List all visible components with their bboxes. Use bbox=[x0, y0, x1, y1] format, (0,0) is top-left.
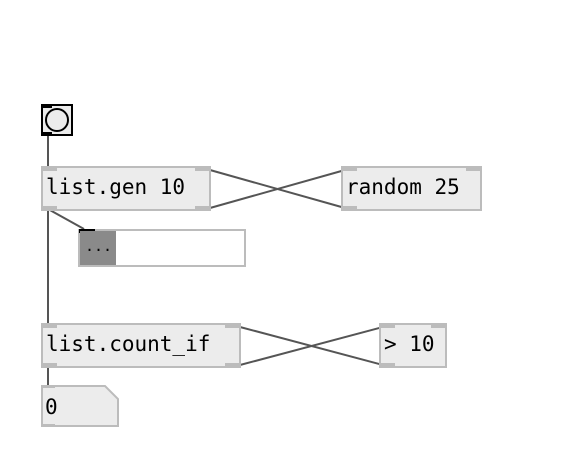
object-label: > 10 bbox=[384, 332, 435, 356]
wire-random-to-list-gen[interactable] bbox=[209, 169, 346, 209]
number-atom-value: 0 bbox=[45, 395, 58, 419]
number-atom-shape bbox=[41, 385, 119, 427]
inlet bbox=[431, 324, 445, 328]
outlet bbox=[43, 206, 57, 210]
number-atom[interactable]: 0 bbox=[41, 385, 119, 427]
list-display-box[interactable]: ... bbox=[78, 229, 246, 267]
outlet bbox=[225, 363, 239, 367]
object-label: random 25 bbox=[346, 175, 460, 199]
bang-icon bbox=[45, 108, 69, 132]
list-display-content: ... bbox=[80, 231, 116, 265]
list-gen-object[interactable]: list.gen 10 bbox=[41, 166, 211, 211]
wire-list-gen-to-list-display[interactable] bbox=[47, 208, 85, 230]
inlet bbox=[225, 324, 239, 328]
object-label: list.gen 10 bbox=[46, 175, 186, 199]
inlet bbox=[43, 167, 57, 171]
outlet bbox=[381, 363, 395, 367]
inlet bbox=[195, 167, 209, 171]
wire-compare-to-count-if[interactable] bbox=[239, 326, 384, 366]
outlet bbox=[43, 363, 57, 367]
inlet bbox=[343, 167, 357, 171]
compare-object[interactable]: > 10 bbox=[379, 323, 447, 368]
random-object[interactable]: random 25 bbox=[341, 166, 482, 211]
inlet bbox=[466, 167, 480, 171]
outlet bbox=[343, 206, 357, 210]
outlet bbox=[195, 206, 209, 210]
list-count-if-object[interactable]: list.count_if bbox=[41, 323, 241, 368]
object-label: list.count_if bbox=[46, 332, 211, 356]
bang-button[interactable] bbox=[41, 104, 73, 136]
inlet bbox=[43, 324, 57, 328]
inlet bbox=[381, 324, 395, 328]
bang-inlet bbox=[42, 105, 52, 108]
bang-outlet bbox=[42, 132, 52, 135]
